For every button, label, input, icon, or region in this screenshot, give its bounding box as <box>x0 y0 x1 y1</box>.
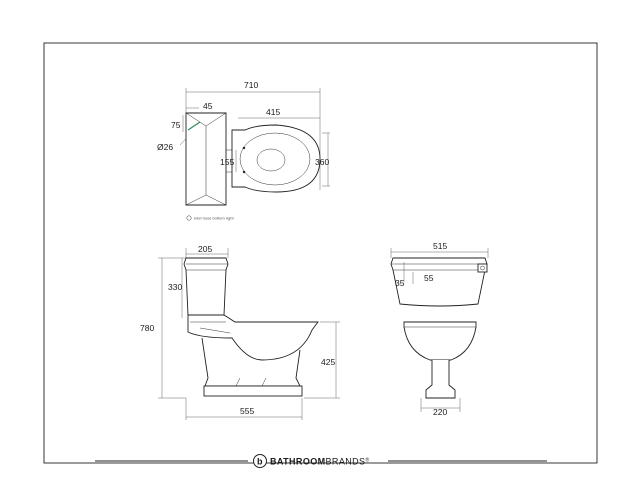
brand-name-bold: BATHROOM <box>270 457 326 467</box>
drawing-frame <box>43 42 598 464</box>
cistern-side-outline <box>183 257 229 316</box>
dim-overall-height: 780 <box>140 323 154 333</box>
dim-lever-drop: 55 <box>424 273 434 283</box>
cistern-front-outline <box>390 257 488 307</box>
dim-cistern-depth: 45 <box>203 101 213 111</box>
brand-logo-icon <box>253 454 267 468</box>
front-view: 515 35 55 220 <box>390 241 489 417</box>
brand-logo-letter: b <box>257 457 263 467</box>
legend-note: Inlet hose bottom right <box>194 216 234 221</box>
dim-cistern-length: 515 <box>433 241 447 251</box>
dim-seat-height: 425 <box>321 357 335 367</box>
dim-base-length: 555 <box>240 406 254 416</box>
dim-pan-offset: 155 <box>220 157 234 167</box>
base-plinth <box>203 385 303 397</box>
dim-pan-width: 360 <box>315 157 329 167</box>
brand-name: BATHROOMBRANDS® <box>270 457 370 467</box>
inlet-marker-icon <box>187 121 201 131</box>
pan-front-outline <box>403 321 477 361</box>
dim-inlet-diameter: Ø26 <box>157 142 173 152</box>
dim-inlet-offset: 75 <box>171 120 181 130</box>
pedestal-front-outline <box>425 360 456 399</box>
side-view: 205 780 330 425 555 <box>140 244 340 420</box>
dim-cistern-width: 205 <box>198 244 212 254</box>
seat-fixing-icon <box>242 170 246 174</box>
dim-overall-width: 710 <box>244 80 258 90</box>
legend-circle-icon <box>186 215 192 221</box>
brand-footer: b BATHROOMBRANDS® <box>95 454 547 468</box>
pan-plan-outline <box>231 124 321 193</box>
brand-registered-mark: ® <box>365 457 369 464</box>
flush-lever-icon <box>477 263 488 273</box>
seat-outline <box>239 132 311 186</box>
dim-lever-offset: 35 <box>395 278 405 288</box>
pan-side-outline <box>187 314 319 361</box>
seat-fixing-icon <box>242 146 246 150</box>
plan-view: 710 45 75 Ø26 415 155 360 <box>157 80 330 221</box>
bowl-opening <box>256 148 286 172</box>
dim-pedestal-width: 220 <box>433 407 447 417</box>
dim-cistern-height: 330 <box>168 282 182 292</box>
brand-name-light: BRANDS <box>326 457 366 467</box>
dim-pan-length: 415 <box>266 107 280 117</box>
